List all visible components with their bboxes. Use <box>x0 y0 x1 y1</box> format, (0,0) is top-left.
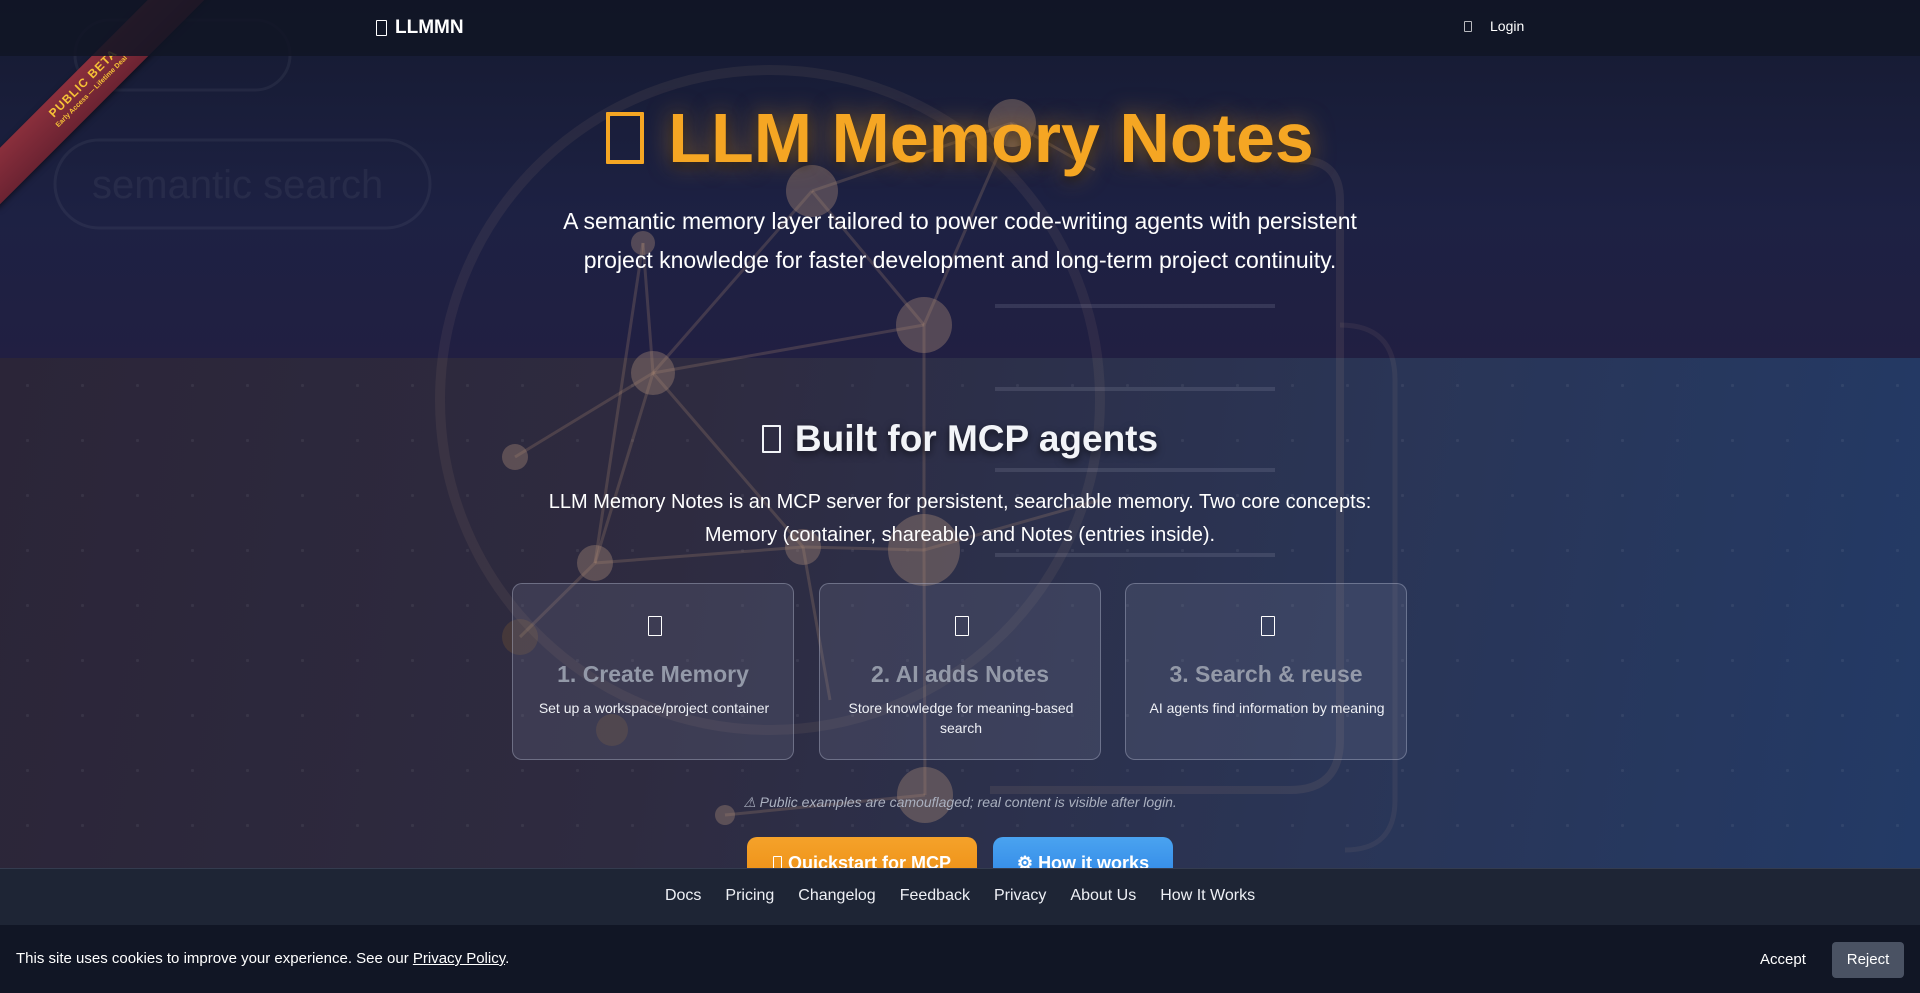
section-title-text: Built for MCP agents <box>794 418 1159 459</box>
footer-link-about-us[interactable]: About Us <box>1070 887 1137 904</box>
section-title: Built for MCP agents <box>0 418 1920 460</box>
login-link[interactable]: Login <box>1464 18 1524 34</box>
hero-title-text: LLM Memory Notes <box>668 99 1314 177</box>
reject-cookies-button[interactable]: Reject <box>1832 942 1904 978</box>
cookie-text-before: This site uses cookies to improve your e… <box>16 950 413 967</box>
folder-icon <box>648 616 662 636</box>
section-description: LLM Memory Notes is an MCP server for pe… <box>548 491 1372 546</box>
cookie-message: This site uses cookies to improve your e… <box>16 950 509 967</box>
step-card-title: 1. Create Memory <box>557 661 749 687</box>
top-nav: LLMMN Login <box>0 0 1920 56</box>
brand-name: LLMMN <box>395 17 464 38</box>
step-card-search-reuse: 3. Search & reuse AI agents find informa… <box>1125 583 1407 760</box>
step-card-create-memory: 1. Create Memory Set up a workspace/proj… <box>512 583 794 760</box>
step-card-title: 2. AI adds Notes <box>870 661 1050 687</box>
footer-link-docs[interactable]: Docs <box>664 887 702 904</box>
accept-cookies-button[interactable]: Accept <box>1760 951 1806 968</box>
step-card-title: 3. Search & reuse <box>1169 661 1363 687</box>
brand-link[interactable]: LLMMN <box>376 16 464 40</box>
cookie-banner: This site uses cookies to improve your e… <box>0 925 1920 993</box>
step-card-text: AI agents find information by meaning <box>1149 700 1385 716</box>
brain-icon <box>606 112 645 164</box>
footer-link-privacy[interactable]: Privacy <box>993 887 1047 904</box>
step-card-text: Store knowledge for meaning-based search <box>848 700 1074 736</box>
hero-subtitle: A semantic memory layer tailored to powe… <box>563 208 1357 273</box>
search-icon <box>1261 616 1275 636</box>
footer-link-feedback[interactable]: Feedback <box>899 887 970 904</box>
step-card-ai-adds-notes: 2. AI adds Notes Store knowledge for mea… <box>819 583 1101 760</box>
footer-links: Docs Pricing Changelog Feedback Privacy … <box>0 887 1920 905</box>
footer-link-pricing[interactable]: Pricing <box>725 887 775 904</box>
robot-icon <box>761 425 781 453</box>
footer-link-changelog[interactable]: Changelog <box>798 887 876 904</box>
section-background <box>0 358 1920 868</box>
brand-logo-icon <box>376 20 387 36</box>
hero-title: LLM Memory Notes <box>0 98 1920 178</box>
login-label: Login <box>1490 18 1525 34</box>
privacy-policy-link[interactable]: Privacy Policy <box>412 950 506 967</box>
camouflage-note: ⚠ Public examples are camouflaged; real … <box>743 794 1177 810</box>
step-card-text: Set up a workspace/project container <box>538 700 770 716</box>
login-icon <box>1464 20 1472 32</box>
footer-link-how-it-works[interactable]: How It Works <box>1160 887 1256 904</box>
hero-background <box>0 0 1920 358</box>
note-icon <box>955 616 969 636</box>
footer: Docs Pricing Changelog Feedback Privacy … <box>0 868 1920 926</box>
cookie-text-after: . <box>505 950 510 967</box>
dot-pattern <box>0 358 1920 868</box>
